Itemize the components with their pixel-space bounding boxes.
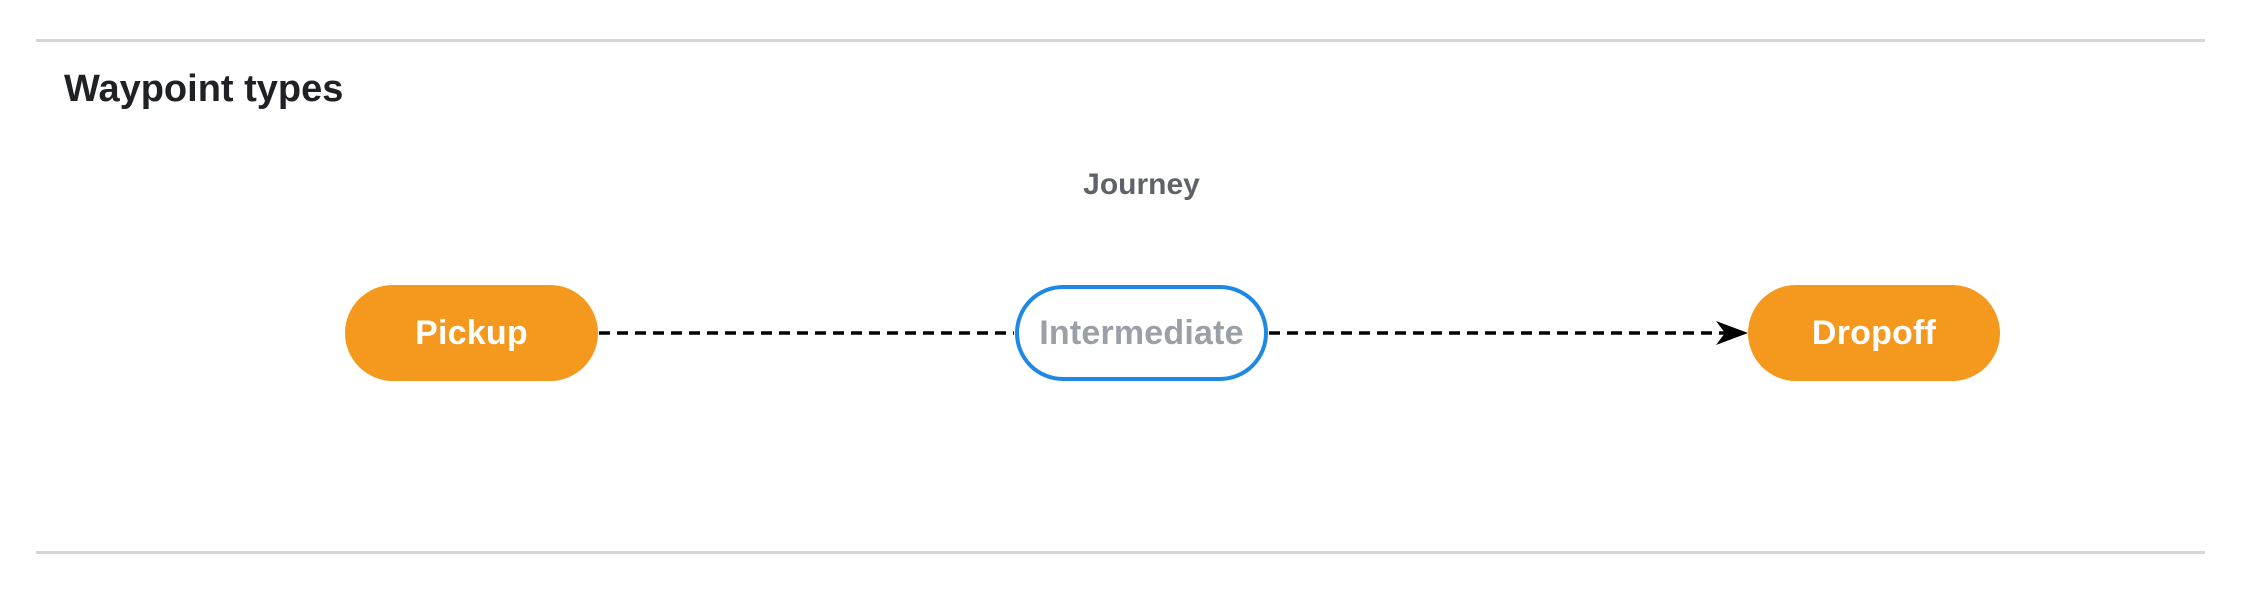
- bottom-divider: [36, 551, 2205, 554]
- node-intermediate-label: Intermediate: [1039, 313, 1244, 352]
- journey-label: Journey: [1083, 168, 1200, 201]
- node-intermediate: Intermediate: [1015, 285, 1268, 381]
- node-dropoff: Dropoff: [1748, 285, 2000, 381]
- node-pickup-label: Pickup: [415, 313, 528, 352]
- page-title: Waypoint types: [64, 68, 344, 110]
- node-pickup: Pickup: [345, 285, 598, 381]
- top-divider: [36, 39, 2205, 42]
- node-dropoff-label: Dropoff: [1811, 313, 1937, 352]
- arrowhead-icon: [1716, 321, 1748, 345]
